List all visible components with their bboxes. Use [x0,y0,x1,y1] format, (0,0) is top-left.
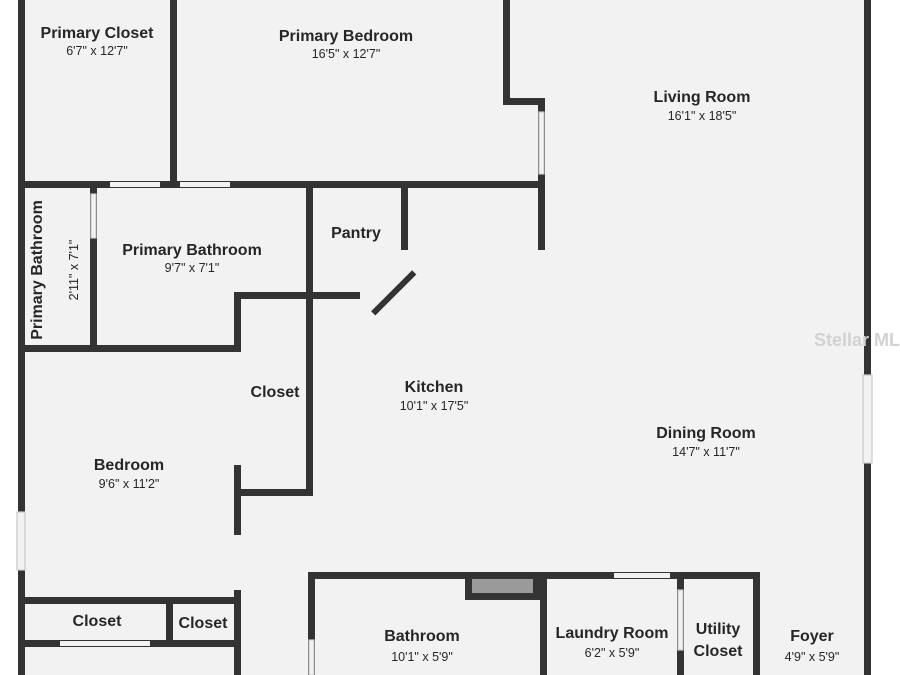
bathroom-dim: 10'1" x 5'9" [391,650,453,664]
closet-hall-name: Closet [251,384,301,401]
laundry-room-name: Laundry Room [556,625,669,642]
laundry-room-dim: 6'2" x 5'9" [585,646,640,660]
wall-bedroom-bottom [18,597,240,604]
foyer-dim: 4'9" x 5'9" [785,650,840,664]
wall-bath-laundry [540,572,547,675]
bedroom-name: Bedroom [94,457,164,474]
utility-closet-name-2: Closet [694,643,744,660]
living-room-name: Living Room [654,89,751,106]
primary-bathroom-small-dim: 2'11" x 7'1" [67,240,81,301]
wall-bedroom-right-lower [234,465,241,535]
wall-utility-foyer [753,572,760,675]
foyer-name: Foyer [790,628,834,645]
primary-bathroom-name: Primary Bathroom [122,242,262,259]
window-bedroom [16,511,26,571]
primary-closet-dim: 6'7" x 12'7" [66,44,128,58]
bedroom-dim: 9'6" x 11'2" [99,477,160,491]
bathroom-name: Bathroom [384,628,460,645]
floor-area [18,0,870,675]
window-utility [677,589,684,651]
watermark: Stellar MLS [814,330,900,350]
wall-pantry-right [401,188,408,250]
primary-bathroom-small-name: Primary Bathroom [29,200,46,340]
wall-closets-right [234,590,241,675]
window-living-inner [538,111,545,175]
window-bath [308,639,315,675]
dining-room-dim: 14'7" x 11'7" [672,445,740,459]
window-dining [862,374,873,464]
closet-left-name: Closet [73,613,123,630]
hatched-nook [472,579,533,593]
wall-pantry-door [371,270,417,316]
wall-closet-left [234,292,241,352]
wall-exterior-right [864,0,871,675]
dining-room-name: Dining Room [656,425,756,442]
primary-closet-name: Primary Closet [41,25,155,42]
wall-closet-divider [166,597,173,647]
wall-pbath-bottom-left [18,345,240,352]
primary-bedroom-dim: 16'5" x 12'7" [312,47,381,61]
wall-closet-right [306,292,313,494]
wall-pbath-right [306,181,313,296]
primary-bathroom-dim: 9'7" x 7'1" [165,261,220,275]
wall-pbath-bottom-right [234,292,360,299]
window-pbath [90,193,97,239]
wall-bath-left [308,572,315,675]
wall-bedroom-living-jog [503,98,545,105]
primary-bedroom-name: Primary Bedroom [279,28,413,45]
wall-horizontal-1 [18,181,545,188]
closet-small-name: Closet [179,615,229,632]
wall-pbath-divider [90,181,97,349]
utility-closet-name-1: Utility [696,621,741,638]
kitchen-dim: 10'1" x 17'5" [400,399,469,413]
kitchen-name: Kitchen [405,379,464,396]
wall-bedroom-living-upper [503,0,510,104]
wall-closet-bottom [234,489,313,496]
wall-exterior-left [18,0,25,675]
living-room-dim: 16'1" x 18'5" [668,109,737,123]
pantry-name: Pantry [331,225,381,242]
wall-closet-bedroom [170,0,177,188]
